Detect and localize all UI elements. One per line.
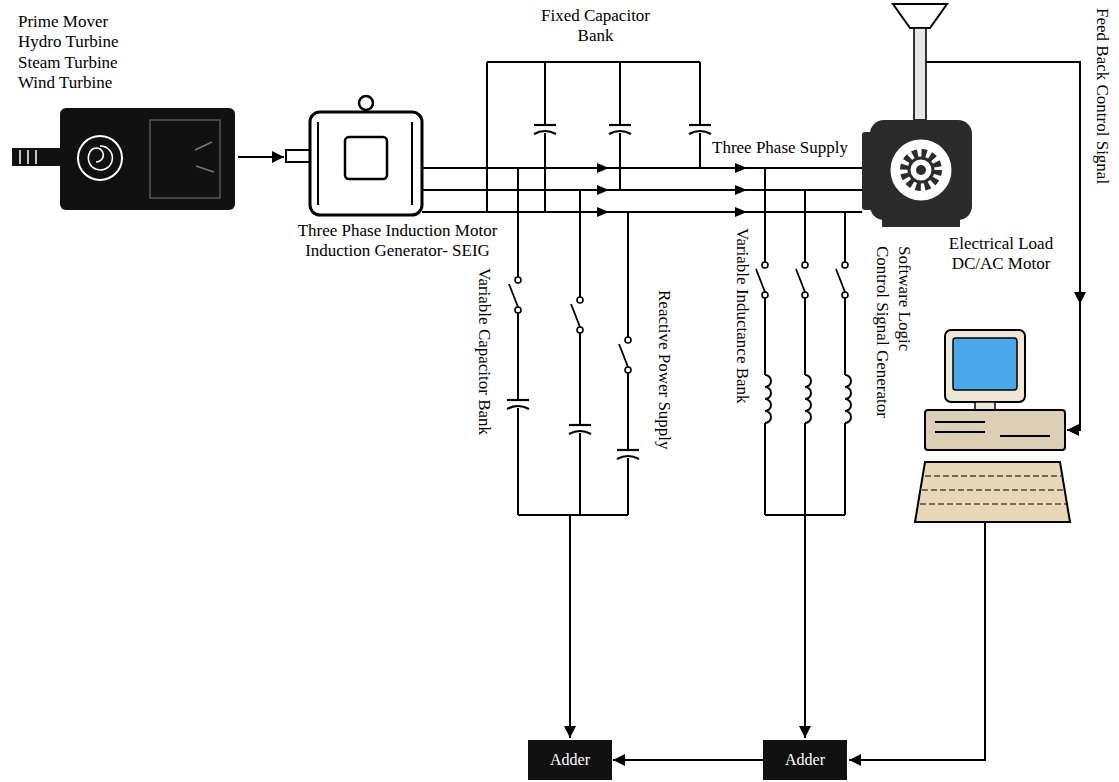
generator-fins [318,122,412,205]
shaft-grooves [20,150,36,164]
controller-label: Control Signal Generator [872,246,892,418]
generator-shaft [286,150,312,162]
controller-label: Software Logic [894,246,914,351]
generator-body [310,112,422,215]
arrowhead [597,207,609,217]
turbine-detail [195,142,214,172]
variable-inductance-bank [765,168,845,738]
motor-face [889,138,953,202]
gear-ring [909,158,933,182]
coupling-arrow [238,156,284,158]
control-wire [849,522,985,760]
motor-feet [882,218,960,227]
load-motor [862,4,972,227]
gear-hub [916,165,926,175]
turbine-body [60,108,235,210]
bank-leg [804,190,806,515]
block-label: Adder [785,750,825,769]
keyboard [915,462,1070,522]
turbine-scroll [78,136,122,180]
arrowhead [597,163,609,173]
induction-generator [286,96,422,215]
adder-block: Adder [528,740,612,780]
bank-bus [518,514,628,516]
feedback-label: Feed Back Control Signal [1092,8,1112,184]
adder-block: Adder [763,740,847,780]
prime-mover-label: Prime Mover Hydro Turbine Steam Turbine … [18,12,130,94]
supply-label: Reactive Power Supply [654,290,674,450]
computer [915,330,1070,522]
bank-leg [579,190,581,515]
block-label: Adder [550,750,590,769]
turbine-shaft [12,148,60,166]
signal-arrow [613,759,763,761]
screen [953,338,1017,390]
arrowhead [735,185,747,195]
keyboard-keys [920,476,1066,504]
lifting-eye [359,96,373,110]
bank-leg [544,62,546,212]
bank-label: Variable Inductance Bank [732,228,752,404]
bank-leg [764,168,766,515]
arrowhead [735,207,747,217]
speed-sensor-head [893,4,947,28]
motor-body [870,120,972,220]
terminal-box [345,137,387,179]
sensor-rod [914,28,926,120]
feedback-wire [926,62,1080,430]
system-unit [925,410,1065,450]
bank-leg [844,212,846,515]
bank-leg [517,168,519,515]
load-label: Electrical Load DC/AC Motor [940,234,1062,275]
signal-wire [569,515,571,738]
monitor-neck [975,402,995,410]
signal-wire [804,515,806,738]
gear-teeth [904,153,938,187]
variable-capacitor-bank [518,168,628,738]
prime-mover [12,108,235,210]
supply-label: Three Phase Supply [712,138,848,158]
drive-slots [935,422,1050,436]
bank-label: Variable Capacitor Bank [474,268,494,435]
turbine-spiral [88,146,112,170]
arrowhead [735,163,747,173]
turbine-panel [150,120,220,198]
monitor [945,330,1025,402]
generator-label: Three Phase Induction Motor Induction Ge… [290,221,505,262]
arrowhead [597,185,609,195]
bank-label: Fixed Capacitor Bank [533,6,658,47]
bank-leg [699,62,701,168]
arrowhead [1074,292,1086,304]
